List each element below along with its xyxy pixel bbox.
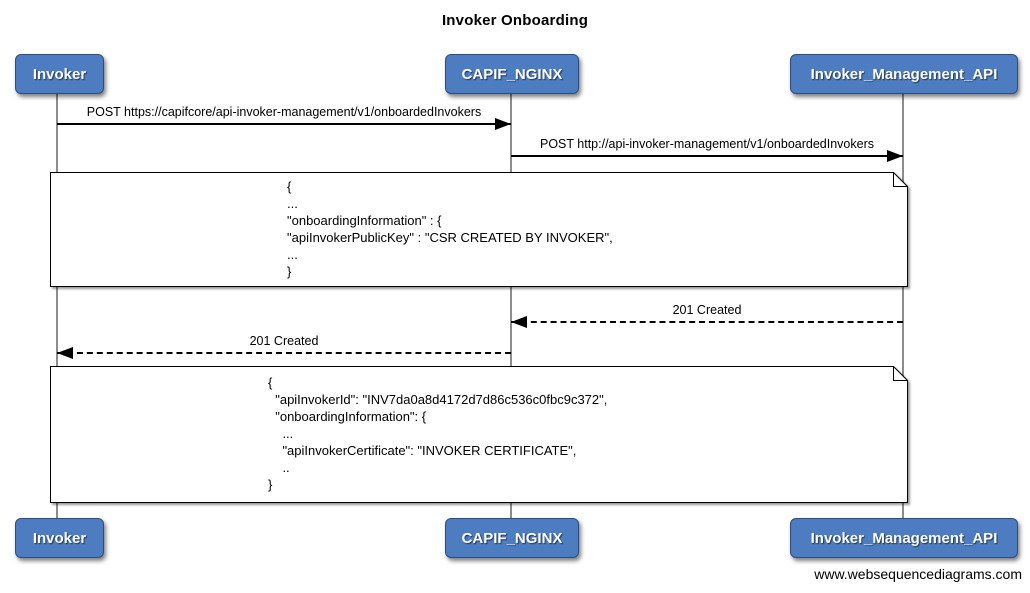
- message-label: POST http://api-invoker-management/v1/on…: [540, 137, 874, 151]
- note-response-body: { "apiInvokerId": "INV7da0a8d4172d7d86c5…: [50, 366, 908, 503]
- actor-box-invoker-bottom: Invoker: [15, 518, 104, 558]
- note-shape: [50, 366, 908, 503]
- message-201-created-to-nginx: 201 Created: [511, 302, 903, 328]
- note-line: "onboardingInformation": {: [268, 409, 427, 424]
- note-line: "onboardingInformation" : {: [287, 213, 442, 228]
- message-label: 201 Created: [672, 303, 742, 317]
- actor-label-invoker-management-api: Invoker_Management_API: [810, 529, 998, 547]
- message-201-created-to-invoker: 201 Created: [57, 333, 511, 359]
- note-line: ...: [268, 426, 294, 441]
- arrowhead-right-icon: [887, 150, 903, 162]
- message-line: [57, 123, 511, 125]
- note-line: ..: [268, 460, 290, 475]
- diagram-title: Invoker Onboarding: [441, 12, 589, 29]
- note-text: { ... "onboardingInformation" : { "apiIn…: [287, 178, 613, 280]
- actor-label-invoker-management-api: Invoker_Management_API: [810, 65, 998, 83]
- note-line: "apiInvokerCertificate": "INVOKER CERTIF…: [268, 443, 577, 458]
- note-line: }: [287, 264, 292, 279]
- actor-box-invoker-management-api-bottom: Invoker_Management_API: [790, 518, 1018, 558]
- arrowhead-left-icon: [57, 347, 73, 359]
- note-line: "apiInvokerId": "INV7da0a8d4172d7d86c536…: [268, 392, 608, 407]
- note-line: }: [268, 477, 273, 492]
- actor-box-invoker-top: Invoker: [15, 54, 104, 94]
- lifeline-invoker: [56, 92, 58, 518]
- actor-label-capif-nginx: CAPIF_NGINX: [461, 65, 563, 83]
- note-line: ...: [287, 196, 298, 211]
- note-request-body: { ... "onboardingInformation" : { "apiIn…: [50, 172, 908, 287]
- actor-label-capif-nginx: CAPIF_NGINX: [461, 529, 563, 547]
- message-onboard-request-https: POST https://capifcore/api-invoker-manag…: [57, 104, 511, 130]
- actor-box-capif-nginx-top: CAPIF_NGINX: [445, 54, 579, 94]
- arrowhead-left-icon: [511, 316, 527, 328]
- arrowhead-right-icon: [495, 118, 511, 130]
- message-label: POST https://capifcore/api-invoker-manag…: [86, 105, 482, 119]
- watermark: www.websequencediagrams.com: [814, 566, 1022, 582]
- message-line: [57, 352, 511, 354]
- message-line: [511, 155, 903, 157]
- actor-label-invoker: Invoker: [32, 65, 87, 83]
- note-line: {: [287, 179, 292, 194]
- actor-label-invoker: Invoker: [32, 529, 87, 547]
- note-line: ...: [287, 247, 298, 262]
- message-line: [511, 321, 903, 323]
- actor-box-invoker-management-api-top: Invoker_Management_API: [790, 54, 1018, 94]
- lifeline-invoker-management-api: [902, 92, 904, 518]
- actor-box-capif-nginx-bottom: CAPIF_NGINX: [445, 518, 579, 558]
- note-text: { "apiInvokerId": "INV7da0a8d4172d7d86c5…: [268, 374, 607, 493]
- lifeline-capif-nginx: [510, 92, 512, 518]
- note-shape: [50, 172, 908, 287]
- note-line: {: [268, 375, 273, 390]
- note-line: "apiInvokerPublicKey" : "CSR CREATED BY …: [287, 230, 613, 245]
- message-label: 201 Created: [249, 334, 319, 348]
- message-onboard-request-http: POST http://api-invoker-management/v1/on…: [511, 136, 903, 162]
